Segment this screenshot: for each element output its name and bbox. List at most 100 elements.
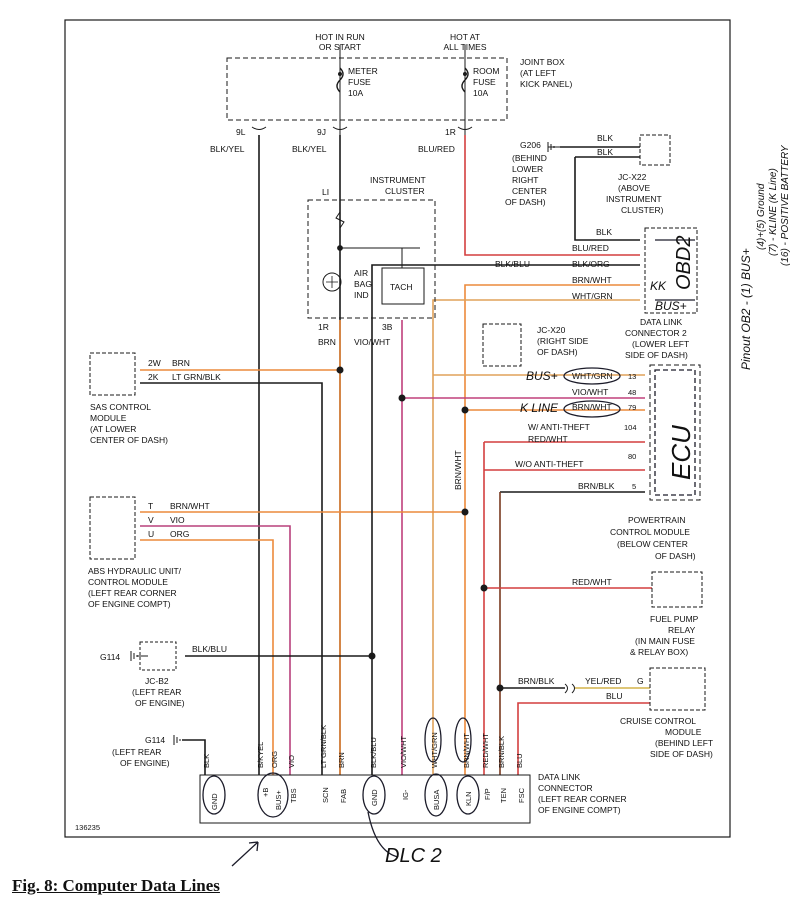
- airbag-l1: AIR: [354, 268, 368, 278]
- circle-brnwht-v: [454, 717, 472, 763]
- hand-busplus-left: BUS+: [526, 369, 558, 383]
- fuel-pump-label-1: FUEL PUMP: [650, 614, 699, 624]
- dlc-bottom-label-4: OF ENGINE COMPT): [538, 805, 621, 815]
- hand-side-2: (4)+(5) Ground: [756, 183, 767, 250]
- pcm-wire-wo-antitheft: W/O ANTI-THEFT: [515, 459, 583, 469]
- hot-run-label-2: OR START: [319, 42, 361, 52]
- room-fuse-l3: 10A: [473, 88, 488, 98]
- pin-9l: 9L: [236, 127, 246, 137]
- jc-x22-l2: (ABOVE: [618, 183, 650, 193]
- pcm-box: [649, 364, 701, 501]
- wire-blk-blu-dlc2: [371, 264, 640, 368]
- g206-desc-3: RIGHT: [512, 175, 538, 185]
- sas-pin-2w: 2W: [148, 358, 161, 368]
- cluster-pin-li: LI: [322, 187, 329, 197]
- room-fuse-l2: FUSE: [473, 77, 496, 87]
- jc-x22-l4: CLUSTER): [621, 205, 664, 215]
- abs-label-4: OF ENGINE COMPT): [88, 599, 171, 609]
- cruise-label-4: SIDE OF DASH): [650, 749, 713, 759]
- wire-blu-red: [464, 135, 640, 256]
- wire-g114-blk-bottom: [182, 739, 206, 775]
- wire-abs-brnwht: [140, 410, 466, 775]
- cruise-label-2: MODULE: [665, 727, 702, 737]
- jc-x22-wire: BLK: [596, 227, 612, 237]
- cluster-title-1: INSTRUMENT: [370, 175, 426, 185]
- dlc-wire-brn: BRN: [337, 752, 346, 768]
- vert-wire-brnwht: BRN/WHT: [453, 450, 463, 490]
- dlc-bottom-pin-labels: GND +B BUS+ TBS SCN FAB GND IG- BUSA KLN…: [210, 787, 526, 810]
- cruise-connector: [564, 683, 575, 694]
- meter-fuse-l1: METER: [348, 66, 378, 76]
- jc-x20-box: [482, 323, 522, 367]
- dlc-pin-b: +B: [261, 788, 270, 797]
- jc-b2-l1: JC-B2: [145, 676, 169, 686]
- dlc-wire-bkyel: B/KYEL: [256, 742, 265, 768]
- cluster-internals: [322, 211, 425, 305]
- pcm-label-1: POWERTRAIN: [628, 515, 685, 525]
- dlc-bottom-box: [199, 774, 531, 824]
- sas-label-2: MODULE: [90, 413, 127, 423]
- abs-label-2: CONTROL MODULE: [88, 577, 168, 587]
- fuel-pump-label-4: & RELAY BOX): [630, 647, 688, 657]
- dlc-bottom-label-3: (LEFT REAR CORNER: [538, 794, 627, 804]
- dlc-wire-whtgrn: WHT/GRN: [430, 732, 439, 768]
- room-fuse-symbol: [461, 67, 469, 93]
- wire-label-blk-yel-2: BLK/YEL: [292, 144, 327, 154]
- cruise-pin-g: G: [637, 676, 644, 686]
- circle-kln: [456, 775, 480, 815]
- cluster-wire-viowht: VIO/WHT: [354, 337, 390, 347]
- ecu-box: [654, 369, 696, 496]
- hand-kline: K LINE: [520, 401, 559, 415]
- airbag-lamp-icon: [322, 272, 342, 292]
- g206-desc-4: CENTER: [512, 186, 547, 196]
- dlc-wire-brnwht: BRN/WHT: [462, 733, 471, 768]
- hand-ecu: ECU: [666, 425, 696, 480]
- dlc-wire-vio: VIO: [287, 755, 296, 768]
- sas-pin-2k: 2K: [148, 372, 159, 382]
- circle-busa: [424, 773, 448, 817]
- joint-box-l3: KICK PANEL): [520, 79, 572, 89]
- wires: [140, 135, 652, 775]
- figure-id-number: 136235: [75, 823, 100, 832]
- dlc-pin-scn: SCN: [321, 787, 330, 803]
- joint-box: [226, 45, 508, 135]
- splice-dot: [461, 508, 469, 516]
- fuel-pump-wire: RED/WHT: [572, 577, 612, 587]
- hand-side-1: Pinout OB2 - (1) BUS+: [739, 248, 753, 370]
- dlc-bottom-wire-labels: BLK B/KYEL ORG VIO LT GRN/BLK BRN BLK/BL…: [202, 725, 524, 768]
- dlc2-box: [644, 227, 698, 314]
- hand-dlc2: DLC 2: [385, 845, 442, 867]
- dlc2-wire-blkorg: BLK/ORG: [572, 259, 610, 269]
- jc-b2-l3: OF ENGINE): [135, 698, 185, 708]
- pcm-wire-brnblk: BRN/BLK: [578, 481, 615, 491]
- ground-g206-symbol: [547, 142, 560, 152]
- pcm-wire-viowht: VIO/WHT: [572, 387, 608, 397]
- circle-gnd-1: [202, 775, 226, 815]
- hot-all-label: HOT AT: [450, 32, 480, 42]
- pcm-pin-48: 48: [628, 388, 636, 397]
- meter-fuse-l2: FUSE: [348, 77, 371, 87]
- circle-whtgrn: [563, 367, 621, 385]
- dlc-wire-redwht: RED/WHT: [481, 733, 490, 768]
- dlc2-wire-whtgrn: WHT/GRN: [572, 291, 613, 301]
- figure-caption: Fig. 8: Computer Data Lines: [12, 876, 220, 895]
- g114-bot-name: G114: [145, 735, 165, 745]
- circle-whtgrn-v: [424, 717, 442, 763]
- cruise-wire-blu: BLU: [606, 691, 623, 701]
- meter-fuse-symbol: [336, 67, 344, 93]
- dlc-pin-fab: FAB: [339, 789, 348, 803]
- dlc2-wire-blkblu: BLK/BLU: [495, 259, 530, 269]
- circle-brnwht: [563, 400, 621, 418]
- dlc-wire-ltgrn: LT GRN/BLK: [319, 725, 328, 768]
- g206-wire-b: BLK: [597, 147, 613, 157]
- joint-box-l2: (AT LEFT: [520, 68, 556, 78]
- meter-fuse-l3: 10A: [348, 88, 363, 98]
- jc-x20-l1: JC-X20: [537, 325, 566, 335]
- g206-desc-1: (BEHIND: [512, 153, 547, 163]
- dlc-wire-brnblk: BRN/BLK: [497, 736, 506, 768]
- wire-label-blu-red: BLU/RED: [418, 144, 455, 154]
- cluster-wire-brn: BRN: [318, 337, 336, 347]
- pcm-pin-104: 104: [624, 423, 637, 432]
- pcm-wire-redwht: RED/WHT: [528, 434, 568, 444]
- circle-bus: [257, 772, 289, 818]
